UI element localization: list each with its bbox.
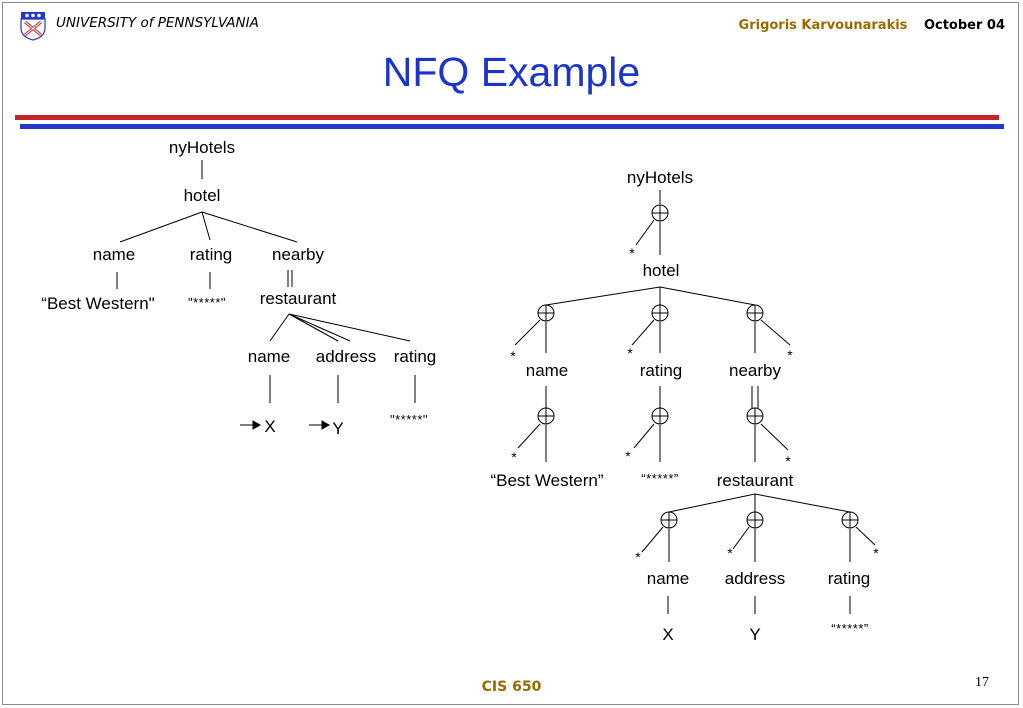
left-tree-arrows (240, 420, 331, 430)
right-rname-var: X (662, 625, 673, 644)
star-marker: * (873, 545, 879, 561)
edge-restaurant-right (754, 493, 851, 513)
lecture-date: October 04 (923, 18, 1005, 33)
oplus-icon (746, 304, 764, 322)
footer-course: CIS 650 (481, 679, 542, 695)
left-tree-edges (116, 160, 416, 403)
oplus-icon (660, 511, 678, 529)
edge-restaurant-address (288, 313, 339, 342)
edge-rrating-diag (855, 526, 876, 546)
edge-raddress-diag (732, 526, 750, 550)
left-restaurant-label: restaurant (260, 289, 337, 308)
oplus-icon (651, 304, 669, 322)
edge-name-diag (514, 319, 541, 346)
star-marker: * (727, 545, 733, 561)
edge-restaurant-diag (760, 423, 789, 451)
arrow-to-y-head (321, 420, 331, 430)
edge-rating-diag (631, 319, 655, 346)
star-marker: * (787, 347, 793, 363)
oplus-icon (651, 204, 669, 222)
author-name: Grigoris Karvounarakis (738, 18, 908, 33)
star-marker: * (785, 453, 791, 469)
oplus-icon (537, 407, 555, 425)
right-raddress-var: Y (749, 625, 760, 644)
right-hotel-label: hotel (643, 261, 680, 280)
right-name-label: name (526, 361, 569, 380)
edge-restaurant-left (668, 493, 756, 513)
left-tree: nyHotels hotel name rating nearby “Best … (41, 138, 436, 438)
left-name-value: “Best Western" (41, 294, 154, 313)
left-rname-var: X (264, 417, 275, 436)
edge-hotel-rating (201, 211, 211, 241)
left-raddress-var: Y (332, 419, 343, 438)
star-marker: * (635, 549, 641, 565)
edge-hotel-name (119, 211, 203, 243)
left-rating-label: rating (190, 245, 233, 264)
right-rrating-value: “*****” (831, 621, 868, 636)
right-name-value: “Best Western” (490, 471, 603, 490)
right-tree-oplus-nodes (537, 204, 859, 529)
oplus-icon (537, 304, 555, 322)
star-marker: * (510, 348, 516, 364)
edge-hotel-nearby (201, 211, 298, 243)
left-rrating-label: rating (394, 347, 437, 366)
header-left: UNIVERSITY of PENNSYLVANIA (20, 11, 259, 43)
left-tree-labels: nyHotels hotel name rating nearby “Best … (41, 138, 436, 438)
oplus-icon (746, 407, 764, 425)
right-restaurant-label: restaurant (717, 471, 794, 490)
edge-rating-value-diag (633, 423, 655, 449)
right-nearby-label: nearby (729, 361, 781, 380)
left-rname-label: name (248, 347, 291, 366)
header-rule-blue (20, 124, 1004, 129)
oplus-icon (841, 511, 859, 529)
edge-nearby-diag (760, 319, 791, 346)
star-marker: * (625, 448, 631, 464)
edge-name-value-diag (517, 423, 541, 449)
right-rating-label: rating (640, 361, 683, 380)
left-nearby-label: nearby (272, 245, 324, 264)
right-rname-label: name (647, 569, 690, 588)
slide-title: NFQ Example (382, 49, 641, 95)
university-crest-icon (20, 12, 46, 41)
university-name: UNIVERSITY of PENNSYLVANIA (56, 15, 259, 31)
star-marker: * (627, 345, 633, 361)
left-raddress-label: address (316, 347, 376, 366)
star-marker: * (511, 449, 517, 465)
right-tree-labels: nyHotels hotel name rating nearby “Best … (490, 168, 879, 644)
right-tree: nyHotels hotel name rating nearby “Best … (490, 168, 879, 644)
left-name-label: name (93, 245, 136, 264)
left-root-label: nyHotels (169, 138, 235, 157)
right-rrating-label: rating (828, 569, 871, 588)
right-root-label: nyHotels (627, 168, 693, 187)
left-rrating-value: "*****" (390, 412, 428, 427)
oplus-icon (651, 407, 669, 425)
left-rating-value: "*****" (188, 295, 226, 310)
edge-rname-diag (641, 526, 664, 553)
oplus-icon (746, 511, 764, 529)
right-tree-edges (514, 190, 876, 614)
edge-restaurant-extra (288, 313, 351, 342)
star-marker: * (629, 245, 635, 261)
arrow-to-x-head (252, 420, 262, 430)
right-rating-value: “*****” (641, 471, 678, 486)
edge-hotel-right (659, 286, 756, 306)
left-hotel-label: hotel (184, 186, 221, 205)
header-rule-red (15, 115, 999, 120)
edge-restaurant-name (269, 313, 290, 342)
page-number: 17 (975, 675, 989, 690)
edge-oplus-hotel-diag (635, 219, 655, 246)
header-right: Grigoris Karvounarakis October 04 (739, 18, 1005, 33)
edge-restaurant-rating (288, 313, 411, 342)
edge-hotel-left (545, 286, 661, 306)
right-raddress-label: address (725, 569, 785, 588)
